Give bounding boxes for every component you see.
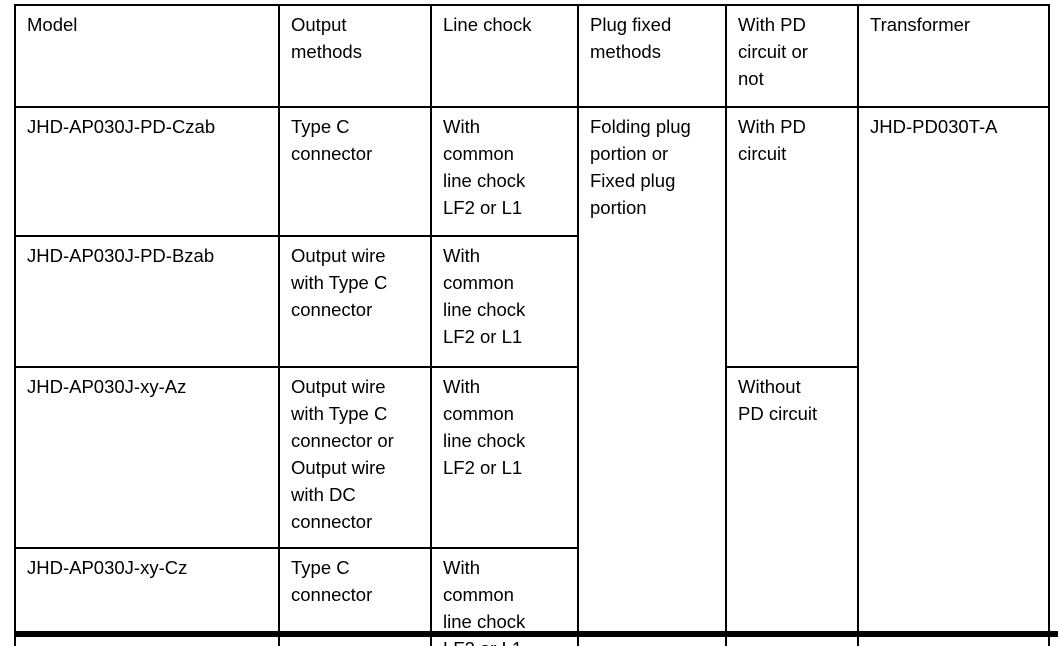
table-row: JHD-AP030J-xy-Cz Type C connector With c… <box>14 547 1049 646</box>
cell-output-row4: Type C connector <box>278 547 432 646</box>
cell-output-row1: Type C connector <box>278 106 432 237</box>
cell-model-row3: JHD-AP030J-xy-Az <box>14 366 280 549</box>
page-bottom-rule <box>14 631 1058 637</box>
cell-output-row3: Output wire with Type C connector or Out… <box>278 366 432 549</box>
header-pd-circuit: With PD circuit or not <box>725 4 859 108</box>
table-header-row: Model Output methods Line chock Plug fix… <box>14 4 1050 108</box>
header-model: Model <box>14 4 280 108</box>
cell-plug-fixed-methods: Folding plug portion or Fixed plug porti… <box>577 106 727 646</box>
cell-line-chock-row3: With common line chock LF2 or L1 <box>430 366 579 549</box>
header-line-chock: Line chock <box>430 4 579 108</box>
cell-model-row4: JHD-AP030J-xy-Cz <box>14 547 280 646</box>
table-row: JHD-AP030J-xy-Az Output wire with Type C… <box>14 366 1049 646</box>
cell-line-chock-row1: With common line chock LF2 or L1 <box>430 106 579 237</box>
header-output-methods: Output methods <box>278 4 432 108</box>
cell-without-pd-circuit: Without PD circuit <box>725 366 859 646</box>
cell-line-chock-row4: With common line chock LF2 or L1 <box>430 547 579 646</box>
table-row: JHD-AP030J-PD-Czab Type C connector With… <box>14 106 1050 646</box>
table-row: JHD-AP030J-PD-Bzab Output wire with Type… <box>14 235 1049 368</box>
cell-model-row1: JHD-AP030J-PD-Czab <box>14 106 280 237</box>
cell-line-chock-row2: With common line chock LF2 or L1 <box>430 235 579 368</box>
model-spec-table: Model Output methods Line chock Plug fix… <box>14 4 1050 646</box>
header-plug-fixed-methods: Plug fixed methods <box>577 4 727 108</box>
cell-transformer: JHD-PD030T-A <box>857 106 1050 646</box>
cell-output-row2: Output wire with Type C connector <box>278 235 432 368</box>
header-transformer: Transformer <box>857 4 1050 108</box>
cell-model-row2: JHD-AP030J-PD-Bzab <box>14 235 280 368</box>
cell-with-pd-circuit: With PD circuit <box>725 106 859 368</box>
